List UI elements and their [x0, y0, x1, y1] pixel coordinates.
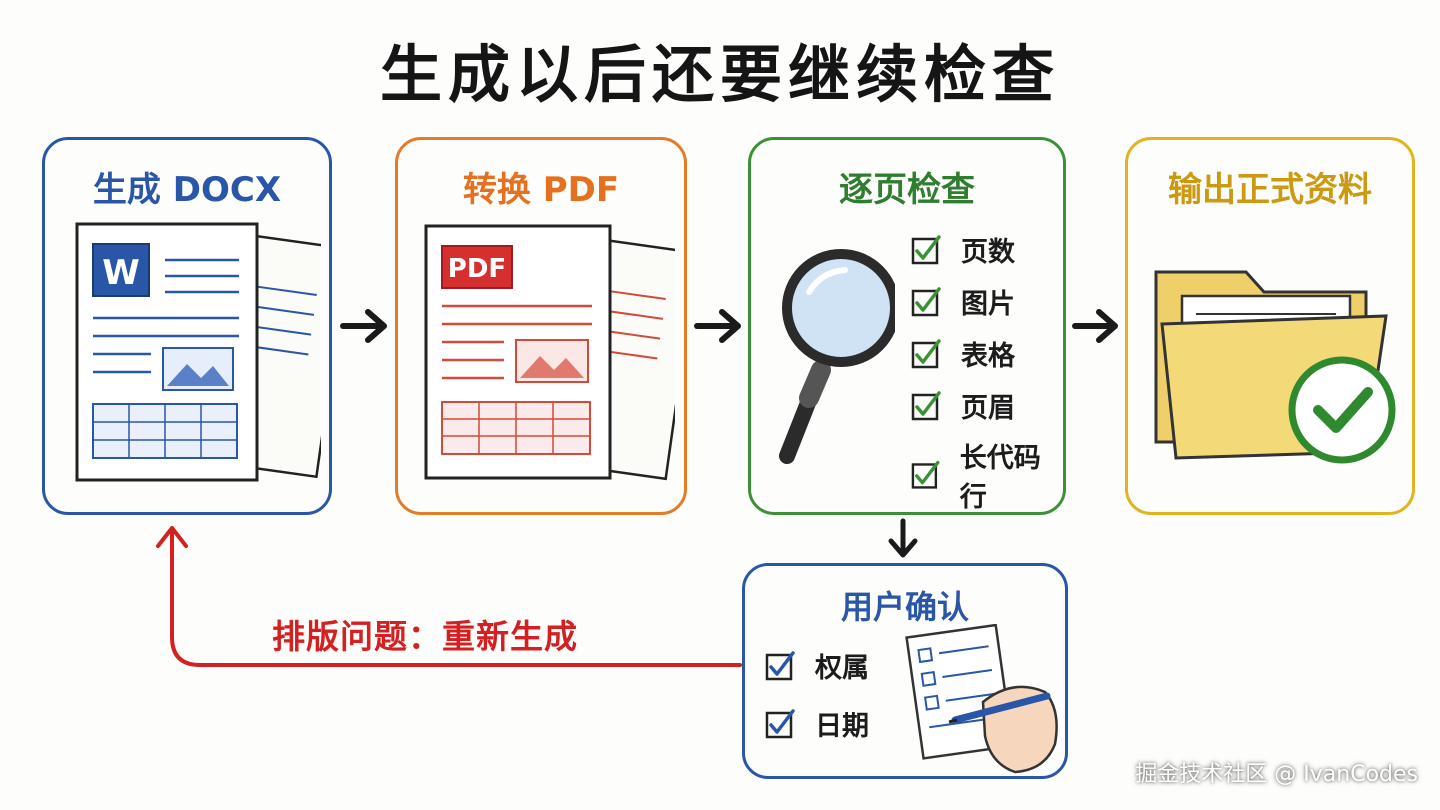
arrow-review-to-output: [1072, 309, 1118, 343]
stage-user-confirm: 用户确认 权属 日期: [742, 563, 1068, 779]
checkbox-checked-icon: [765, 708, 795, 738]
checkbox-checked-icon: [911, 286, 941, 316]
arrow-review-to-confirm: [888, 518, 918, 558]
checkbox-checked-icon: [765, 650, 795, 680]
stage-label: 用户确认: [840, 588, 969, 626]
stage-convert-pdf: 转换 PDF PDF: [395, 137, 687, 515]
checkbox-checked-icon: [911, 460, 940, 489]
checkbox-checked-icon: [911, 338, 941, 368]
stage-label: 输出正式资料: [1168, 170, 1372, 210]
watermark: 掘金技术社区 @ IvanCodes: [1135, 762, 1418, 787]
checkbox-checked-icon: [911, 390, 941, 420]
stage-label: 逐页检查: [839, 170, 975, 210]
arrow-pdf-to-review: [694, 309, 741, 343]
pdf-document-icon: PDF: [424, 224, 675, 481]
check-item: 页数: [911, 230, 1015, 269]
arrow-docx-to-pdf: [340, 309, 387, 343]
magnifier-icon: [779, 249, 895, 464]
check-item: 表格: [911, 334, 1015, 373]
stage-final-output: 输出正式资料: [1125, 137, 1415, 515]
docx-document-icon: W: [75, 222, 321, 482]
stage-page-review: 逐页检查 页数 图片 表格 页眉: [748, 137, 1066, 515]
stage-generate-docx: 生成 DOCX W: [42, 137, 332, 515]
hand-signing-checklist-icon: [905, 624, 1058, 774]
stage-label: 生成 DOCX: [92, 170, 282, 210]
folder-approved-icon: [1154, 270, 1396, 464]
diagram-title: 生成以后还要继续检查: [379, 38, 1060, 111]
check-item: 图片: [911, 282, 1015, 321]
check-item: 页眉: [911, 386, 1015, 425]
checkbox-checked-icon: [911, 234, 941, 264]
confirm-check-item: 权属: [765, 646, 869, 685]
confirm-check-item: 日期: [765, 704, 869, 743]
check-item: 长代码行: [911, 436, 1063, 514]
loop-back-label: 排版问题：重新生成: [272, 617, 578, 656]
word-badge: W: [102, 253, 140, 293]
stage-label: 转换 PDF: [462, 170, 620, 210]
pdf-badge: PDF: [448, 254, 506, 284]
